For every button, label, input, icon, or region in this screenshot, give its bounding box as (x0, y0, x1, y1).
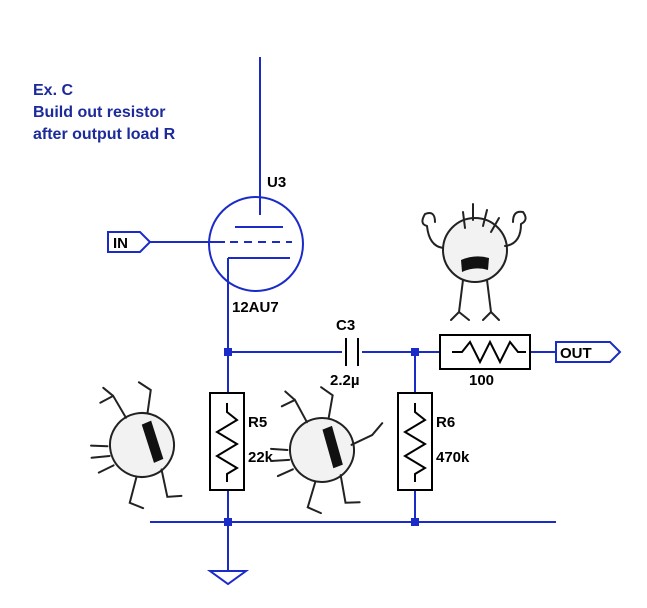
output-port[interactable]: OUT (555, 341, 622, 363)
input-port-shape (107, 231, 152, 253)
vacuum-tube-u3: U3 12AU7 (208, 174, 304, 316)
tube-value-label: 12AU7 (232, 299, 279, 316)
cap-ref-label: C3 (336, 317, 355, 334)
wires (150, 57, 556, 571)
resistor-body (439, 334, 531, 370)
r5-ref-label: R5 (248, 414, 267, 431)
junction-dot (411, 518, 419, 526)
annotation-note: Ex. C Build out resistor after output lo… (33, 80, 175, 146)
resistor-zigzag (452, 339, 526, 365)
resistor-body (209, 392, 245, 491)
ground-symbol-icon (206, 570, 250, 586)
resistor-r5: R5 22k (209, 392, 274, 491)
resistor-r6: R6 470k (397, 392, 470, 491)
r5-value-label: 22k (248, 449, 274, 466)
r6-value-label: 470k (436, 449, 470, 466)
muscle-man-icon (421, 203, 527, 321)
running-man-icon (90, 381, 183, 510)
resistor-build-out: 100 (439, 334, 531, 389)
junction-dot (224, 348, 232, 356)
output-port-label: OUT (560, 345, 592, 362)
running-man-icon (270, 386, 384, 515)
junction-dot (224, 518, 232, 526)
input-port[interactable]: IN (107, 231, 152, 253)
output-port-shape (555, 341, 622, 363)
resistor-zigzag (403, 403, 427, 482)
tube-envelope (208, 196, 304, 292)
r6-ref-label: R6 (436, 414, 455, 431)
note-line-1: Ex. C (33, 82, 74, 99)
capacitor-c3: C3 2.2µ (330, 317, 360, 389)
junction-dot (411, 348, 419, 356)
input-port-label: IN (113, 235, 128, 252)
resistor-body (397, 392, 433, 491)
tube-ref-label: U3 (267, 174, 286, 191)
cap-value-label: 2.2µ (330, 372, 360, 389)
note-line-3: after output load R (33, 126, 176, 143)
resistor-zigzag (215, 403, 239, 482)
resistor-value-label: 100 (469, 372, 494, 389)
note-line-2: Build out resistor (33, 104, 166, 121)
